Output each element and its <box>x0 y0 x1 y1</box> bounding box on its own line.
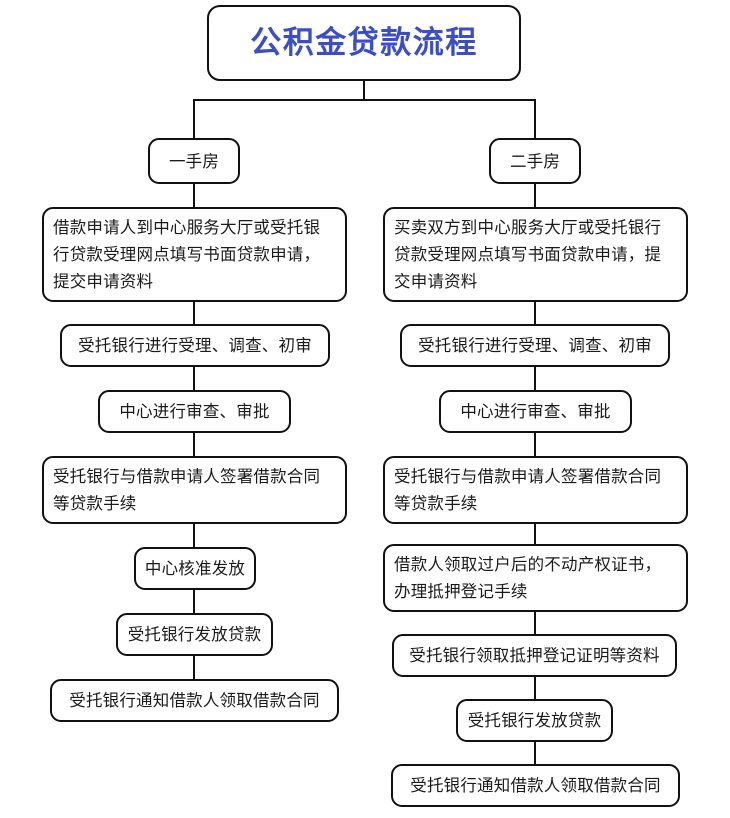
left-step-node-6: 受托银行发放贷款 <box>116 613 273 656</box>
connector-split-left-drop <box>193 99 196 139</box>
right-step-label-4: 受托银行与借款申请人签署借款合同 等贷款手续 <box>394 467 662 513</box>
connector-left-6 <box>193 656 196 680</box>
branch-node-left: 一手房 <box>148 138 240 184</box>
right-step-label-3: 中心进行审查、审批 <box>460 402 611 421</box>
connector-split-right-drop <box>534 99 537 139</box>
connector-left-4 <box>193 524 196 548</box>
right-step-label-1: 买卖双方到中心服务大厅或受托银行 贷款受理网点填写书面贷款申请，提 交申请资料 <box>394 218 662 291</box>
right-step-node-7: 受托银行发放贷款 <box>456 699 613 742</box>
branch-label-left: 一手房 <box>168 151 220 171</box>
left-step-node-4: 受托银行与借款申请人签署借款合同 等贷款手续 <box>42 456 347 524</box>
left-step-label-2: 受托银行进行受理、调查、初审 <box>78 336 312 355</box>
left-step-label-4: 受托银行与借款申请人签署借款合同 等贷款手续 <box>53 467 321 513</box>
page-title: 公积金贷款流程 <box>250 25 478 61</box>
connector-right-4 <box>534 524 537 545</box>
right-step-node-1: 买卖双方到中心服务大厅或受托银行 贷款受理网点填写书面贷款申请，提 交申请资料 <box>383 207 688 302</box>
flowchart-title-node: 公积金贷款流程 <box>207 5 521 81</box>
connector-split-bar <box>194 99 536 102</box>
right-step-label-7: 受托银行发放贷款 <box>467 711 602 730</box>
right-step-node-4: 受托银行与借款申请人签署借款合同 等贷款手续 <box>383 456 688 524</box>
right-step-node-8: 受托银行通知借款人领取借款合同 <box>391 764 680 807</box>
connector-left-2 <box>193 367 196 391</box>
connector-left-5 <box>193 590 196 614</box>
connector-right-7 <box>534 742 537 765</box>
branch-label-right: 二手房 <box>509 151 561 171</box>
connector-right-5 <box>534 612 537 635</box>
left-step-label-5: 中心核准发放 <box>144 559 246 578</box>
left-step-node-2: 受托银行进行受理、调查、初审 <box>60 324 330 367</box>
left-step-node-1: 借款申请人到中心服务大厅或受托银 行贷款受理网点填写书面贷款申请， 提交申请资料 <box>42 207 347 302</box>
right-step-node-6: 受托银行领取抵押登记证明等资料 <box>392 634 677 677</box>
left-step-label-3: 中心进行审查、审批 <box>119 402 270 421</box>
connector-left-3 <box>193 433 196 457</box>
connector-left-0 <box>193 184 196 208</box>
right-step-node-2: 受托银行进行受理、调查、初审 <box>400 324 670 367</box>
connector-right-3 <box>534 433 537 457</box>
left-step-node-3: 中心进行审查、审批 <box>98 390 291 433</box>
connector-right-0 <box>534 184 537 208</box>
right-step-label-8: 受托银行通知借款人领取借款合同 <box>410 776 661 795</box>
connector-right-1 <box>534 302 537 325</box>
right-step-label-5: 借款人领取过户后的不动产权证书， 办理抵押登记手续 <box>394 555 662 601</box>
connector-title-stem <box>363 81 366 99</box>
left-step-node-7: 受托银行通知借款人领取借款合同 <box>50 679 339 722</box>
left-step-label-1: 借款申请人到中心服务大厅或受托银 行贷款受理网点填写书面贷款申请， 提交申请资料 <box>53 218 321 291</box>
connector-left-1 <box>193 302 196 325</box>
left-step-node-5: 中心核准发放 <box>134 547 256 590</box>
right-step-node-3: 中心进行审查、审批 <box>439 390 632 433</box>
right-step-node-5: 借款人领取过户后的不动产权证书， 办理抵押登记手续 <box>383 544 688 612</box>
right-step-label-6: 受托银行领取抵押登记证明等资料 <box>409 646 660 665</box>
connector-right-2 <box>534 367 537 391</box>
left-step-label-7: 受托银行通知借款人领取借款合同 <box>69 691 320 710</box>
right-step-label-2: 受托银行进行受理、调查、初审 <box>418 336 652 355</box>
connector-right-6 <box>534 677 537 700</box>
left-step-label-6: 受托银行发放贷款 <box>127 625 262 644</box>
branch-node-right: 二手房 <box>489 138 581 184</box>
